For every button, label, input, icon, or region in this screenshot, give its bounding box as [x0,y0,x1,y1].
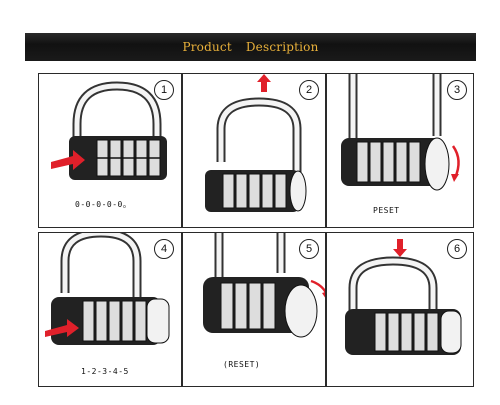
step-caption: 1-2-3-4-5 [81,367,129,376]
step-caption: 0-0-0-0-0。 [75,200,132,209]
step-number-badge: 1 [154,80,174,100]
product-description-banner: Product Description [25,33,476,61]
padlock-illustration [203,233,325,338]
step-4-panel: 4 1-2-3-4-5 [38,232,182,387]
rotate-arrow-icon [310,279,325,294]
padlock-illustration [345,239,462,355]
padlock-illustration [205,74,307,212]
step-5-panel: 5 (RESET) [182,232,326,387]
rotate-arrow-icon [451,145,460,179]
banner-title-word-2: Description [245,40,319,54]
red-arrow-icon [51,150,85,170]
down-arrow-icon [393,239,407,257]
padlock-illustration [45,233,170,345]
step-number-badge: 4 [154,239,174,259]
step-3-panel: 3 PESET [326,73,474,228]
step-6-panel: 6 [326,232,474,387]
step-2-panel: 2 [182,73,326,228]
step-number-badge: 5 [299,239,319,259]
step-1-panel: 1 0-0-0-0-0。 [38,73,182,228]
step-number-badge: 6 [447,239,467,259]
up-arrow-icon [257,74,271,92]
step-caption: PESET [373,206,400,215]
padlock-illustration [51,81,167,180]
step-caption: (RESET) [223,360,261,369]
banner-title-word-1: Product [182,40,232,54]
step-number-badge: 3 [447,80,467,100]
red-arrow-icon [45,319,79,337]
step-number-badge: 2 [299,80,319,100]
padlock-illustration [341,74,460,191]
